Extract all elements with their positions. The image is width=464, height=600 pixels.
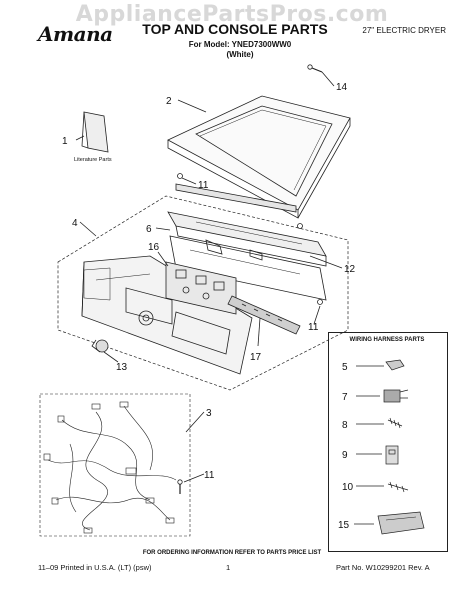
hinge-strip-icon <box>175 173 303 229</box>
page-number: 1 <box>226 563 231 572</box>
harness-connector-7-icon <box>383 389 409 403</box>
harness-item-5: 5 <box>342 362 348 373</box>
model-subtitle: For Model: YNED7300WW0 (White) <box>140 40 340 60</box>
harness-item-15: 15 <box>338 520 350 531</box>
model-line: For Model: YNED7300WW0 <box>188 40 292 49</box>
product-type: 27" ELECTRIC DRYER <box>362 26 446 35</box>
harness-connector-8-icon <box>387 417 403 429</box>
harness-connector-15-icon <box>377 511 425 535</box>
watermark-text: AppliancePartsPros.com <box>75 2 389 27</box>
callout-11-bottom: 11 <box>204 470 215 481</box>
callout-4: 4 <box>72 218 78 229</box>
brand-logo: Amana <box>38 22 113 46</box>
callout-2: 2 <box>166 96 172 107</box>
ordering-info: FOR ORDERING INFORMATION REFER TO PARTS … <box>142 550 322 556</box>
callout-13: 13 <box>116 362 128 373</box>
harness-item-10: 10 <box>342 482 354 493</box>
wiring-harness-parts: 5 7 8 9 10 15 <box>338 359 425 535</box>
page-title: TOP AND CONSOLE PARTS <box>142 21 328 37</box>
callout-12: 12 <box>344 264 356 275</box>
literature-booklet-icon <box>81 111 109 153</box>
console-panel-icon <box>81 255 253 375</box>
callout-16: 16 <box>148 242 160 253</box>
callout-1: 1 <box>62 136 68 147</box>
control-board-icon <box>165 261 237 315</box>
harness-item-8: 8 <box>342 420 348 431</box>
callout-3: 3 <box>206 408 212 419</box>
harness-item-9: 9 <box>342 450 348 461</box>
callout-11-top: 11 <box>198 180 209 191</box>
wiring-harness-box <box>328 332 448 552</box>
callout-numbers: 1 2 3 4 6 11 11 11 12 13 14 16 17 <box>62 82 356 481</box>
harness-item-7: 7 <box>342 392 348 403</box>
color-line: (White) <box>226 50 254 59</box>
callout-11-mid: 11 <box>308 322 319 333</box>
harness-connector-5-icon <box>385 359 405 371</box>
console-bracket-icon <box>167 211 327 305</box>
keypad-strip-icon <box>227 295 301 335</box>
part-number: Part No. W10299201 Rev. A <box>336 563 430 572</box>
harness-connector-10-icon <box>387 481 409 493</box>
knob-icon <box>91 339 109 353</box>
screw-icon <box>307 64 323 73</box>
printed-info: 11–09 Printed in U.S.A. (LT) (psw) <box>38 563 152 572</box>
literature-parts-label: Literature Parts <box>74 157 112 163</box>
harness-connector-9-icon <box>385 445 399 465</box>
callout-17: 17 <box>250 352 262 363</box>
callout-6: 6 <box>146 224 152 235</box>
wiring-harness-icon <box>39 393 191 537</box>
lower-screw-icon <box>177 479 183 494</box>
wiring-harness-title: WIRING HARNESS PARTS <box>349 337 425 343</box>
callout-14: 14 <box>336 82 348 93</box>
top-panel-icon <box>167 95 351 219</box>
